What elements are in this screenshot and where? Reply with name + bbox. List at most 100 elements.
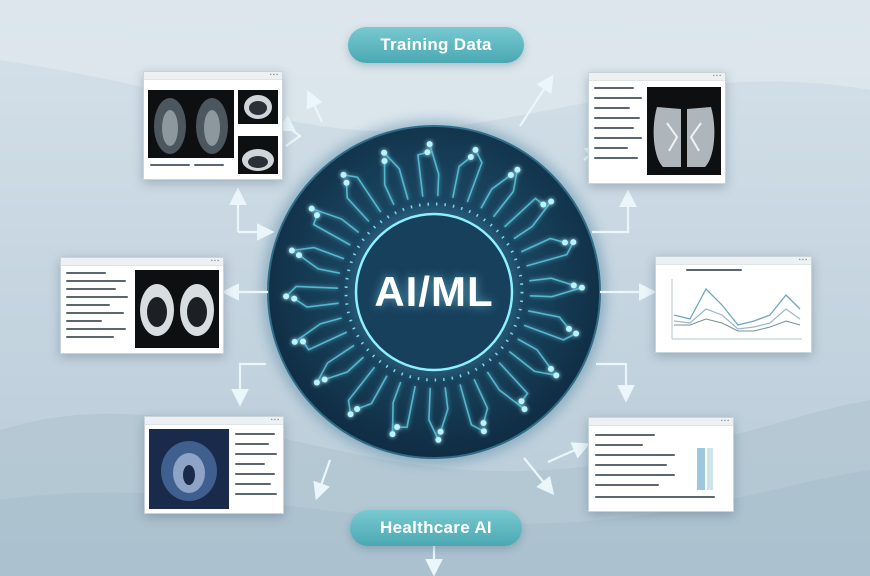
text-line	[194, 164, 224, 166]
circuit-node	[518, 398, 525, 405]
text-line	[594, 157, 638, 159]
circuit-node	[313, 379, 320, 386]
panel-ct-coronal: ▪ ▪ ▪	[143, 71, 283, 180]
text-line	[595, 454, 675, 456]
circuit-node	[300, 338, 306, 345]
window-controls-icon: ▪ ▪ ▪	[270, 417, 279, 423]
bar-indicator	[707, 448, 713, 490]
text-line	[66, 272, 106, 274]
circuit-trace	[452, 156, 472, 199]
circuit-node	[573, 330, 580, 337]
text-line	[594, 97, 642, 99]
text-line	[66, 288, 116, 290]
circuit-trace	[428, 387, 440, 441]
text-line	[66, 280, 126, 282]
text-line	[595, 496, 715, 498]
circuit-node	[437, 428, 444, 435]
circuit-node	[578, 284, 585, 291]
text-line	[235, 453, 277, 455]
window-titlebar: ▪ ▪ ▪	[144, 72, 282, 80]
window-controls-icon: ▪ ▪ ▪	[720, 418, 729, 424]
circuit-node	[426, 141, 433, 148]
connector-arrow	[519, 74, 554, 127]
circuit-node	[389, 431, 396, 438]
text-line	[595, 444, 643, 446]
circuit-trace	[529, 277, 575, 287]
circuit-node	[562, 239, 568, 246]
circuit-node	[553, 372, 560, 379]
text-line	[66, 328, 126, 330]
circuit-node	[566, 325, 572, 332]
connector-arrow	[596, 362, 635, 403]
circuit-trace	[486, 371, 525, 410]
text-line	[235, 463, 265, 465]
circuit-trace	[508, 350, 557, 377]
text-line	[595, 464, 667, 466]
circuit-node	[435, 436, 442, 443]
circuit-trace	[527, 310, 570, 330]
circuit-node	[394, 424, 401, 430]
text-line	[235, 443, 269, 445]
circuit-trace	[523, 324, 577, 341]
panel-line-chart: ▪ ▪ ▪	[655, 256, 812, 353]
window-controls-icon: ▪ ▪ ▪	[269, 72, 278, 78]
circuit-node	[381, 149, 388, 156]
ai-ml-label: AI/ML	[374, 268, 494, 315]
circuit-node	[424, 149, 431, 156]
circuit-trace	[356, 375, 388, 410]
ct-scan-thumb	[238, 136, 278, 174]
inner-ring-glow	[351, 209, 517, 375]
circuit-traces	[283, 141, 585, 443]
circuit-trace	[526, 241, 575, 267]
circuit-trace	[294, 317, 342, 343]
text-line	[235, 483, 271, 485]
connector-arrow	[231, 362, 266, 407]
circuit-trace	[293, 297, 339, 308]
ct-scan-image	[135, 270, 219, 348]
circuit-trace	[498, 361, 529, 402]
window-controls-icon: ▪ ▪ ▪	[798, 257, 807, 263]
text-line	[594, 87, 634, 89]
circuit-trace	[517, 338, 552, 370]
text-line	[66, 312, 124, 314]
training-data-label: Training Data	[348, 27, 524, 63]
circuit-trace	[520, 237, 566, 253]
text-line	[66, 320, 102, 322]
circuit-node	[570, 239, 577, 246]
window-controls-icon: ▪ ▪ ▪	[712, 73, 721, 79]
circuit-trace	[513, 201, 552, 240]
text-line	[150, 164, 190, 166]
circuit-node	[291, 295, 298, 302]
text-line	[594, 117, 640, 119]
circuit-trace	[529, 286, 583, 298]
text-line	[594, 127, 634, 129]
connector-arrow	[313, 459, 332, 501]
text-line	[594, 107, 630, 109]
circuit-node	[347, 411, 354, 418]
circuit-node	[472, 146, 479, 153]
text-line	[66, 296, 128, 298]
circuit-trace	[343, 174, 382, 213]
inner-ring-dots	[344, 202, 524, 382]
circuit-trace	[383, 160, 395, 206]
text-line	[595, 434, 655, 436]
circuit-trace	[312, 214, 351, 246]
panel-mri: ▪ ▪ ▪	[144, 416, 284, 514]
mri-image	[149, 429, 229, 509]
circuit-trace	[285, 285, 339, 297]
window-titlebar: ▪ ▪ ▪	[61, 258, 223, 266]
circuit-trace	[316, 344, 355, 383]
circuit-trace	[311, 207, 360, 234]
circuit-trace	[417, 151, 428, 197]
circuit-trace	[480, 174, 512, 209]
circuit-trace	[397, 385, 416, 429]
circuit-node	[308, 205, 315, 212]
circuit-trace	[347, 366, 376, 415]
circuit-trace	[439, 387, 449, 433]
circuit-node	[343, 179, 350, 186]
circuit-node	[514, 166, 521, 173]
circuit-node	[521, 406, 528, 413]
background-wave	[0, 0, 870, 132]
text-line	[594, 147, 628, 149]
